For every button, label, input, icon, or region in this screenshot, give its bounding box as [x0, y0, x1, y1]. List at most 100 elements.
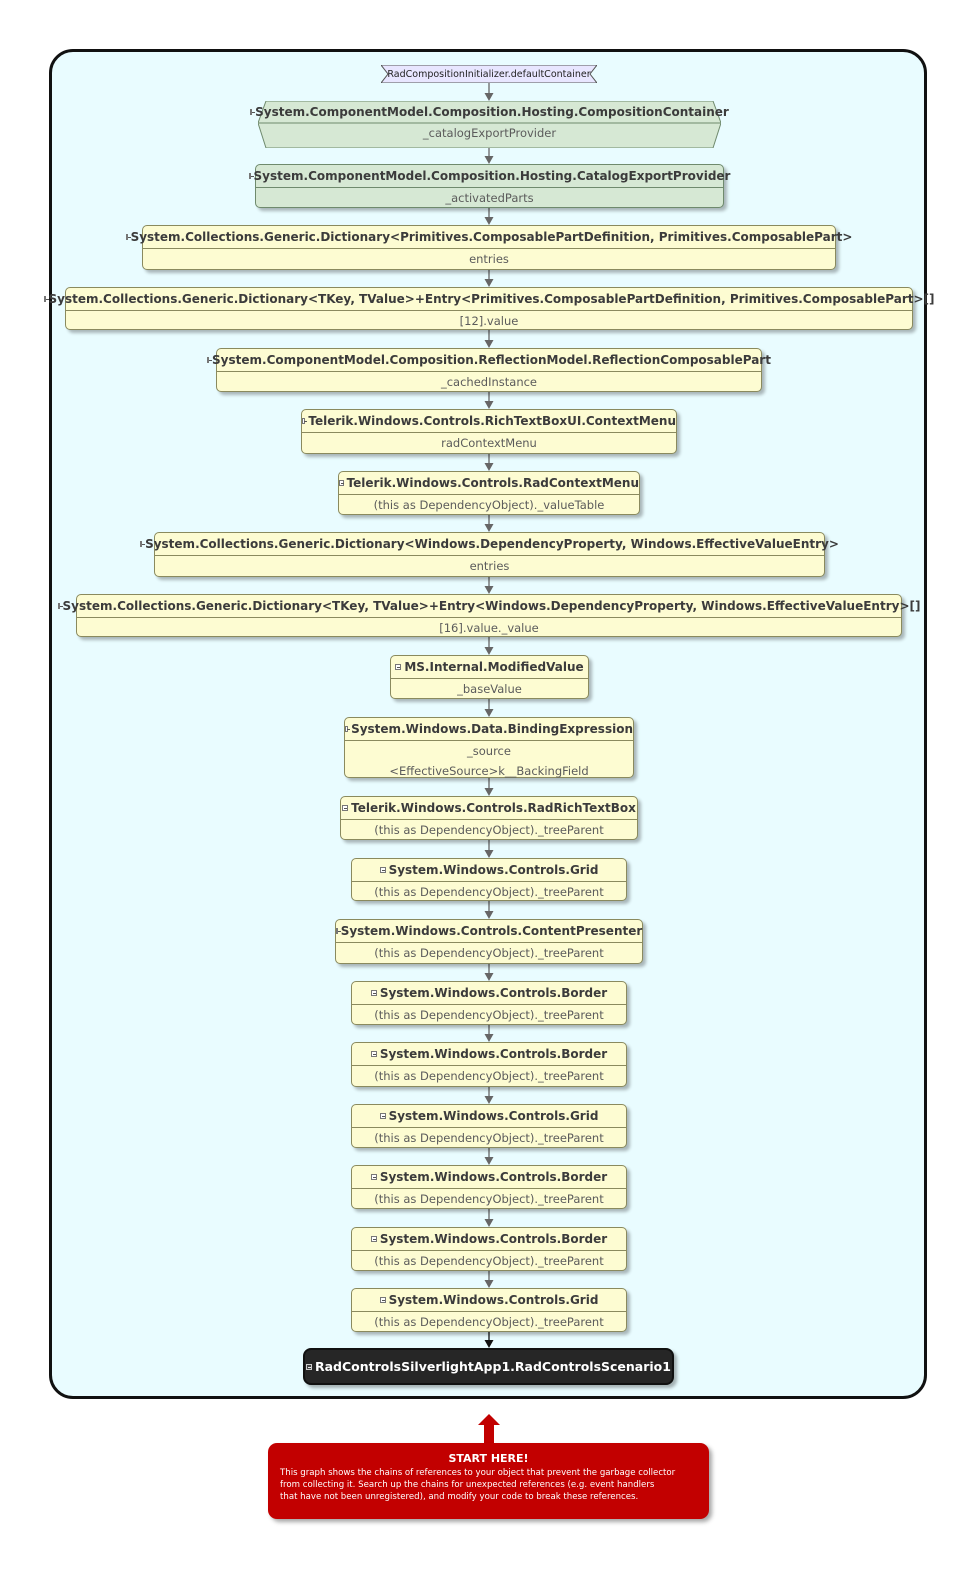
expand-icon[interactable]	[370, 1236, 377, 1242]
graph-node[interactable]: Telerik.Windows.Controls.RichTextBoxUI.C…	[301, 409, 677, 454]
expand-icon[interactable]	[306, 1363, 312, 1370]
edge-arrow	[484, 1148, 494, 1165]
graph-node[interactable]: System.Windows.Controls.Border (this as D…	[351, 1165, 627, 1209]
expand-icon[interactable]	[140, 541, 146, 547]
graph-node-field: (this as DependencyObject)._treeParent	[374, 1315, 604, 1329]
graph-node-type: System.Collections.Generic.Dictionary<TK…	[57, 595, 920, 618]
edge-arrow	[484, 148, 494, 164]
expand-icon[interactable]	[379, 1113, 386, 1119]
graph-node-type: System.ComponentModel.Composition.Hostin…	[250, 101, 729, 123]
graph-node-type: System.Collections.Generic.Dictionary<TK…	[43, 288, 935, 311]
expand-icon[interactable]	[345, 726, 351, 732]
graph-node[interactable]: System.Collections.Generic.Dictionary<Pr…	[125, 225, 852, 270]
graph-node-field: radContextMenu	[441, 436, 537, 450]
graph-node-type: System.ComponentModel.Composition.Hostin…	[248, 165, 730, 188]
graph-node-type: MS.Internal.ModifiedValue	[391, 656, 588, 679]
graph-node-field: (this as DependencyObject)._treeParent	[374, 1254, 604, 1268]
graph-node[interactable]: System.Windows.Controls.Border(this as D…	[351, 981, 627, 1025]
graph-node[interactable]: System.ComponentModel.Composition.Hostin…	[248, 164, 730, 208]
expand-icon[interactable]	[250, 109, 256, 115]
expand-icon[interactable]	[302, 418, 308, 424]
edge-arrow	[484, 637, 494, 655]
expand-icon[interactable]	[370, 1174, 377, 1180]
graph-node-type-label: Telerik.Windows.Controls.RadRichTextBox	[351, 801, 636, 815]
graph-node-field: (this as DependencyObject)._treeParent	[374, 885, 604, 899]
edge-arrow	[484, 964, 494, 981]
graph-node-type-label: System.Windows.Controls.Border	[379, 1047, 608, 1061]
graph-node[interactable]: System.Windows.Data.BindingExpression_so…	[344, 717, 634, 778]
graph-node[interactable]: System.Windows.Controls.Border(this as D…	[351, 1042, 627, 1087]
expand-icon[interactable]	[57, 603, 63, 609]
graph-node-type: System.Windows.Controls.Border	[352, 1228, 626, 1251]
root-node-shape	[381, 65, 597, 83]
graph-node-field: (this as DependencyObject)._treeParent	[374, 1131, 604, 1145]
graph-node[interactable]: System.Windows.Controls.Border (this as D…	[351, 1227, 627, 1271]
graph-node-type: Telerik.Windows.Controls.RadRichTextBox	[341, 797, 637, 820]
graph-node[interactable]: System.Windows.Controls.Grid(this as Dep…	[351, 1104, 627, 1148]
expand-icon[interactable]	[379, 867, 386, 873]
graph-node-type-label: Telerik.Windows.Controls.RichTextBoxUI.C…	[308, 414, 676, 428]
graph-node-type-label: System.ComponentModel.Composition.Hostin…	[253, 169, 731, 183]
graph-node-type-label: MS.Internal.ModifiedValue	[404, 660, 584, 674]
graph-node[interactable]: System.Collections.Generic.Dictionary<TK…	[57, 594, 920, 637]
graph-node-type: System.Windows.Controls.Border	[352, 1043, 626, 1066]
edge-arrow	[484, 901, 494, 919]
graph-node-type-label: System.ComponentModel.Composition.Hostin…	[255, 105, 729, 119]
expand-icon[interactable]	[125, 234, 131, 240]
graph-node-type: System.Windows.Controls.Border	[352, 982, 626, 1005]
graph-node-type: System.Collections.Generic.Dictionary<Pr…	[125, 226, 852, 249]
graph-node-type-label: System.Windows.Controls.Grid	[388, 1293, 599, 1307]
graph-node[interactable]: System.Windows.Controls.Grid (this as Dep…	[351, 1288, 627, 1332]
edge-arrow	[484, 270, 494, 287]
expand-icon[interactable]	[370, 990, 377, 996]
graph-node-field: _catalogExportProvider	[422, 126, 557, 140]
graph-node-type-label: System.Collections.Generic.Dictionary<TK…	[48, 292, 935, 306]
edge-arrow	[484, 577, 494, 594]
start-here-text: This graph shows the chains of reference…	[280, 1468, 676, 1502]
graph-node-type-label: System.Windows.Controls.Border	[379, 1232, 608, 1246]
expand-icon[interactable]	[339, 480, 344, 486]
expand-icon[interactable]	[370, 1051, 377, 1057]
graph-node[interactable]: Telerik.Windows.Controls.RadRichTextBox (…	[340, 796, 638, 840]
graph-node-field: <EffectiveSource>k__BackingField	[389, 764, 589, 778]
edge-arrow	[484, 208, 494, 225]
graph-node[interactable]: Telerik.Windows.Controls.RadContextMenu(…	[338, 471, 640, 515]
graph-node[interactable]: System.ComponentModel.Composition.Reflec…	[207, 348, 771, 392]
graph-node-field: [16].value._value	[439, 621, 539, 635]
graph-node-type: System.Windows.Controls.Border	[352, 1166, 626, 1189]
root-node[interactable]: RadCompositionInitializer.defaultContain…	[381, 65, 597, 83]
graph-node-field: [12].value	[459, 314, 519, 328]
edge-arrow	[484, 1209, 494, 1227]
edge-arrow	[484, 699, 494, 717]
graph-node-field: _baseValue	[457, 682, 522, 696]
graph-node-type: System.Windows.Controls.ContentPresenter	[335, 920, 643, 943]
expand-icon[interactable]	[379, 1297, 386, 1303]
graph-node-field: entries	[469, 559, 510, 573]
graph-node-field: _cachedInstance	[440, 375, 538, 389]
graph-node-field: entries	[469, 252, 509, 266]
expand-icon[interactable]	[395, 664, 402, 670]
expand-icon[interactable]	[335, 928, 341, 934]
graph-node-type-label: System.ComponentModel.Composition.Reflec…	[212, 353, 771, 367]
graph-node[interactable]: System.Windows.Controls.ContentPresenter…	[335, 919, 643, 964]
graph-node-type-label: System.Windows.Controls.ContentPresenter	[340, 924, 643, 938]
graph-node[interactable]: MS.Internal.ModifiedValue _baseValue	[390, 655, 589, 699]
graph-node[interactable]: System.Windows.Controls.Grid(this as Dep…	[351, 858, 627, 901]
edge-arrow	[484, 515, 494, 532]
graph-node-field: (this as DependencyObject)._treeParent	[374, 946, 604, 960]
target-node[interactable]: RadControlsSilverlightApp1.RadControlsSc…	[303, 1348, 674, 1385]
edge-arrow	[484, 392, 494, 409]
graph-node[interactable]: System.Collections.Generic.Dictionary<Wi…	[140, 532, 839, 577]
expand-icon[interactable]	[43, 296, 49, 302]
graph-node-type: System.Collections.Generic.Dictionary<Wi…	[140, 533, 839, 556]
edge-arrow	[484, 454, 494, 471]
start-here-title: START HERE!	[448, 1452, 529, 1465]
expand-icon[interactable]	[207, 357, 213, 363]
expand-icon[interactable]	[248, 173, 254, 179]
graph-node[interactable]: System.ComponentModel.Composition.Hostin…	[250, 101, 729, 148]
edge-arrow	[484, 330, 494, 348]
graph-node-field: (this as DependencyObject)._treeParent	[374, 823, 604, 837]
expand-icon[interactable]	[342, 805, 349, 811]
graph-node-field: (this as DependencyObject)._treeParent	[374, 1192, 604, 1206]
graph-node[interactable]: System.Collections.Generic.Dictionary<TK…	[43, 287, 935, 330]
